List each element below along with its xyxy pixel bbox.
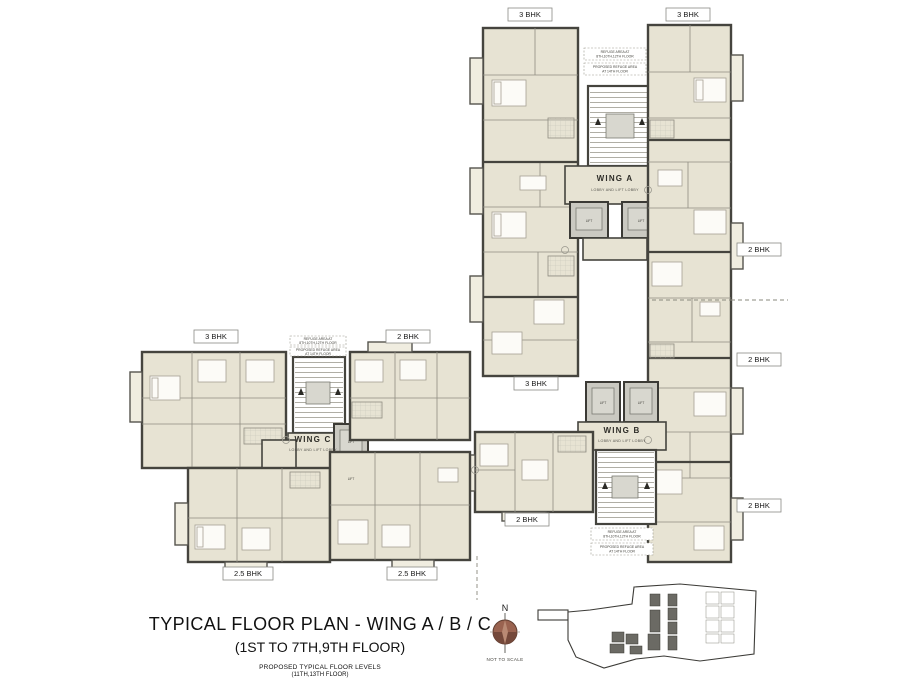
note-refuge-c-1: REFUGE AREA AT [304, 337, 333, 341]
plan-markers [282, 186, 652, 474]
refuge-notes: REFUGE AREA AT 8TH,10TH,12TH FLOOR PROPO… [289, 47, 654, 556]
wing-c-name: WING C [295, 435, 332, 444]
svg-text:2.5 BHK: 2.5 BHK [398, 569, 426, 578]
wing-a-plan [469, 23, 788, 564]
key-plan-boundary [567, 583, 757, 669]
lift-c2-label: LIFT [348, 477, 355, 481]
svg-text:3 BHK: 3 BHK [205, 332, 227, 341]
svg-text:2 BHK: 2 BHK [397, 332, 419, 341]
note-refuge-b-2: 8TH,10TH,12TH FLOOR [603, 535, 641, 539]
wing-c-sub: LOBBY AND LIFT LOBBY [289, 448, 337, 452]
wing-b-plan [577, 381, 667, 526]
not-to-scale-caption: NOT TO SCALE [486, 657, 523, 662]
title-block: TYPICAL FLOOR PLAN - WING A / B / C (1ST… [108, 614, 532, 678]
note-proposed-c-1: PROPOSED REFUGE AREA [296, 348, 341, 352]
label-2bhk-wingc: 2 BHK [385, 329, 431, 344]
wing-a-sub: LOBBY AND LIFT LOBBY [591, 188, 639, 192]
note-proposed-b-1: PROPOSED REFUGE AREA [600, 545, 645, 549]
drawing-title: TYPICAL FLOOR PLAN - WING A / B / C [148, 614, 492, 634]
label-25bhk-left: 2.5 BHK [222, 566, 274, 581]
connector-unit-plan [459, 430, 595, 522]
svg-text:2 BHK: 2 BHK [748, 245, 770, 254]
note-refuge-c-2: 8TH,10TH,12TH FLOOR [299, 341, 337, 345]
note-refuge-a-1: REFUGE AREA AT [601, 50, 630, 54]
note-proposed-b-2: AT 14TH FLOOR [609, 550, 635, 554]
north-letter: N [502, 603, 509, 613]
key-plan-building-highlight [609, 593, 678, 655]
label-3bhk-wingc: 3 BHK [193, 329, 239, 344]
key-plan [537, 583, 757, 669]
label-2bhk-right-3: 2 BHK [736, 498, 782, 513]
lift-b2-label: LIFT [638, 401, 645, 405]
lift-a1-label: LIFT [586, 219, 593, 223]
label-2bhk-mid: 2 BHK [504, 512, 550, 527]
svg-text:2 BHK: 2 BHK [516, 515, 538, 524]
note-refuge-a-2: 8TH,10TH,12TH FLOOR [596, 55, 634, 59]
wing-a-name: WING A [597, 174, 634, 183]
wing-c-plan [129, 341, 478, 600]
note-proposed-c-2: AT 14TH FLOOR [305, 352, 331, 356]
label-3bhk-top-right: 3 BHK [665, 7, 711, 22]
key-plan-other-buildings [705, 591, 735, 644]
label-25bhk-right: 2.5 BHK [386, 566, 438, 581]
note-refuge-b-1: REFUGE AREA AT [608, 530, 637, 534]
svg-text:3 BHK: 3 BHK [519, 10, 541, 19]
wing-b-name: WING B [604, 426, 641, 435]
label-2bhk-right-2: 2 BHK [736, 352, 782, 367]
svg-text:2.5 BHK: 2.5 BHK [234, 569, 262, 578]
wing-b-sub: LOBBY AND LIFT LOBBY [598, 439, 646, 443]
svg-text:3 BHK: 3 BHK [525, 379, 547, 388]
drawing-note-line1: PROPOSED TYPICAL FLOOR LEVELS [259, 664, 381, 671]
note-proposed-a-2: AT 14TH FLOOR [602, 70, 628, 74]
drawing-note-line2: (11TH,13TH FLOOR) [291, 672, 349, 678]
lift-a2-label: LIFT [638, 219, 645, 223]
label-3bhk-top-left: 3 BHK [507, 7, 553, 22]
label-2bhk-right-1: 2 BHK [736, 242, 782, 257]
note-proposed-a-1: PROPOSED REFUGE AREA [593, 65, 638, 69]
lift-b1-label: LIFT [600, 401, 607, 405]
svg-text:2 BHK: 2 BHK [748, 355, 770, 364]
label-3bhk-mid: 3 BHK [513, 376, 559, 391]
lift-c1-label: LIFT [348, 440, 355, 444]
unit-labels: 3 BHK 3 BHK 2 BHK 2 BHK 2 BHK 3 BHK 2 BH… [193, 7, 782, 581]
compass: N NOT TO SCALE [486, 603, 523, 662]
svg-text:2 BHK: 2 BHK [748, 501, 770, 510]
wing-name-labels: WING A LOBBY AND LIFT LOBBY WING B LOBBY… [289, 174, 646, 481]
drawing-subtitle: (1ST TO 7TH,9TH FLOOR) [234, 639, 406, 655]
svg-text:3 BHK: 3 BHK [677, 10, 699, 19]
